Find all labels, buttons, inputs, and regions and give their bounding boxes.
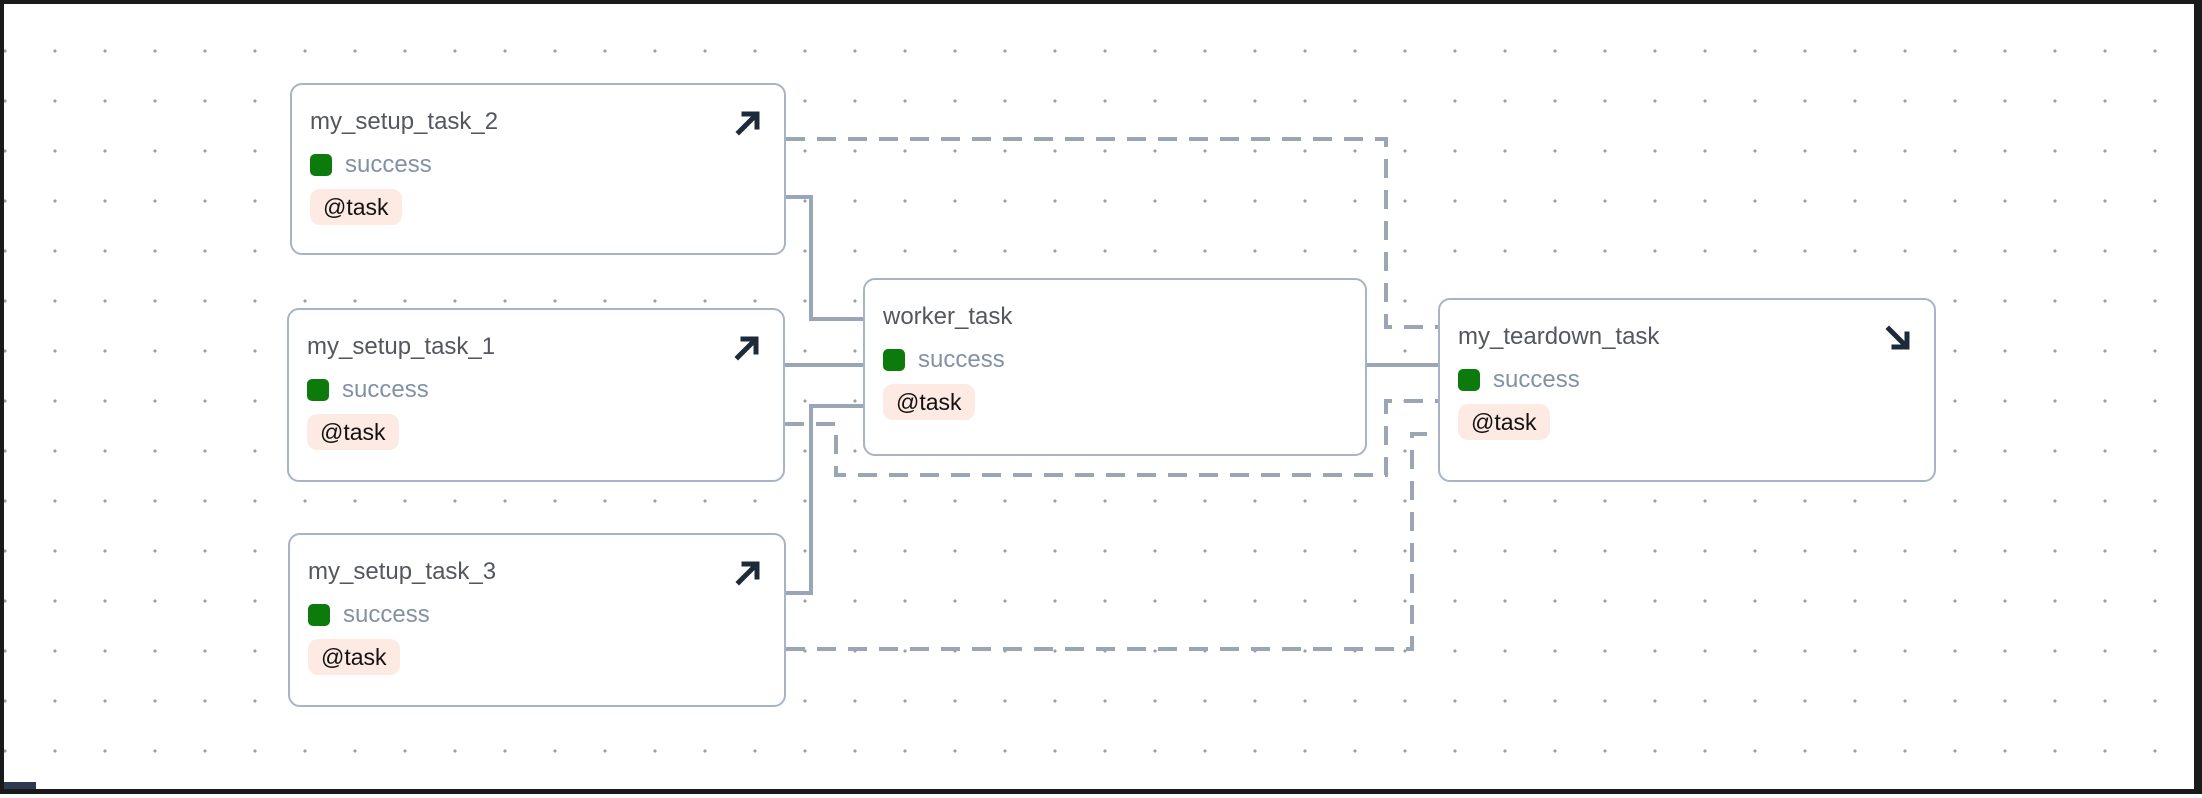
status-color-square bbox=[310, 154, 332, 176]
task-name: worker_task bbox=[883, 303, 1013, 330]
setup-arrow-icon bbox=[731, 332, 763, 364]
task-node-my_teardown_task[interactable]: my_teardown_task success @task bbox=[1438, 298, 1936, 482]
status-label: success bbox=[1493, 366, 1580, 393]
status-color-square bbox=[307, 379, 329, 401]
task-name: my_setup_task_1 bbox=[307, 333, 496, 360]
edge-my_setup_task_1-to-my_teardown_task bbox=[785, 399, 1438, 477]
status-color-square bbox=[883, 349, 905, 371]
task-decorator-badge: @task bbox=[307, 414, 399, 450]
status-label: success bbox=[918, 346, 1005, 373]
status-color-square bbox=[1458, 369, 1480, 391]
task-name: my_teardown_task bbox=[1458, 323, 1660, 350]
edge-my_setup_task_2-to-my_teardown_task bbox=[786, 137, 1438, 329]
edge-my_setup_task_3-to-my_teardown_task bbox=[786, 432, 1438, 651]
task-node-my_setup_task_2[interactable]: my_setup_task_2 success @task bbox=[290, 83, 786, 255]
task-decorator-badge: @task bbox=[883, 384, 975, 420]
edge-my_setup_task_2-to-worker_task bbox=[786, 195, 863, 321]
task-decorator-badge: @task bbox=[310, 189, 402, 225]
edge-my_setup_task_3-to-worker_task bbox=[786, 404, 863, 595]
setup-arrow-icon bbox=[732, 107, 764, 139]
task-node-worker_task[interactable]: worker_task success @task bbox=[863, 278, 1367, 456]
task-name: my_setup_task_2 bbox=[310, 108, 499, 135]
reactflow-attribution bbox=[4, 782, 36, 789]
task-decorator-badge: @task bbox=[308, 639, 400, 675]
teardown-arrow-icon bbox=[1882, 322, 1914, 354]
dag-edges bbox=[785, 137, 1438, 651]
status-label: success bbox=[342, 376, 429, 403]
task-node-my_setup_task_1[interactable]: my_setup_task_1 success @task bbox=[287, 308, 785, 482]
status-color-square bbox=[308, 604, 330, 626]
task-name: my_setup_task_3 bbox=[308, 558, 497, 585]
task-node-my_setup_task_3[interactable]: my_setup_task_3 success @task bbox=[288, 533, 786, 707]
status-label: success bbox=[345, 151, 432, 178]
task-decorator-badge: @task bbox=[1458, 404, 1550, 440]
setup-arrow-icon bbox=[732, 557, 764, 589]
status-label: success bbox=[343, 601, 430, 628]
